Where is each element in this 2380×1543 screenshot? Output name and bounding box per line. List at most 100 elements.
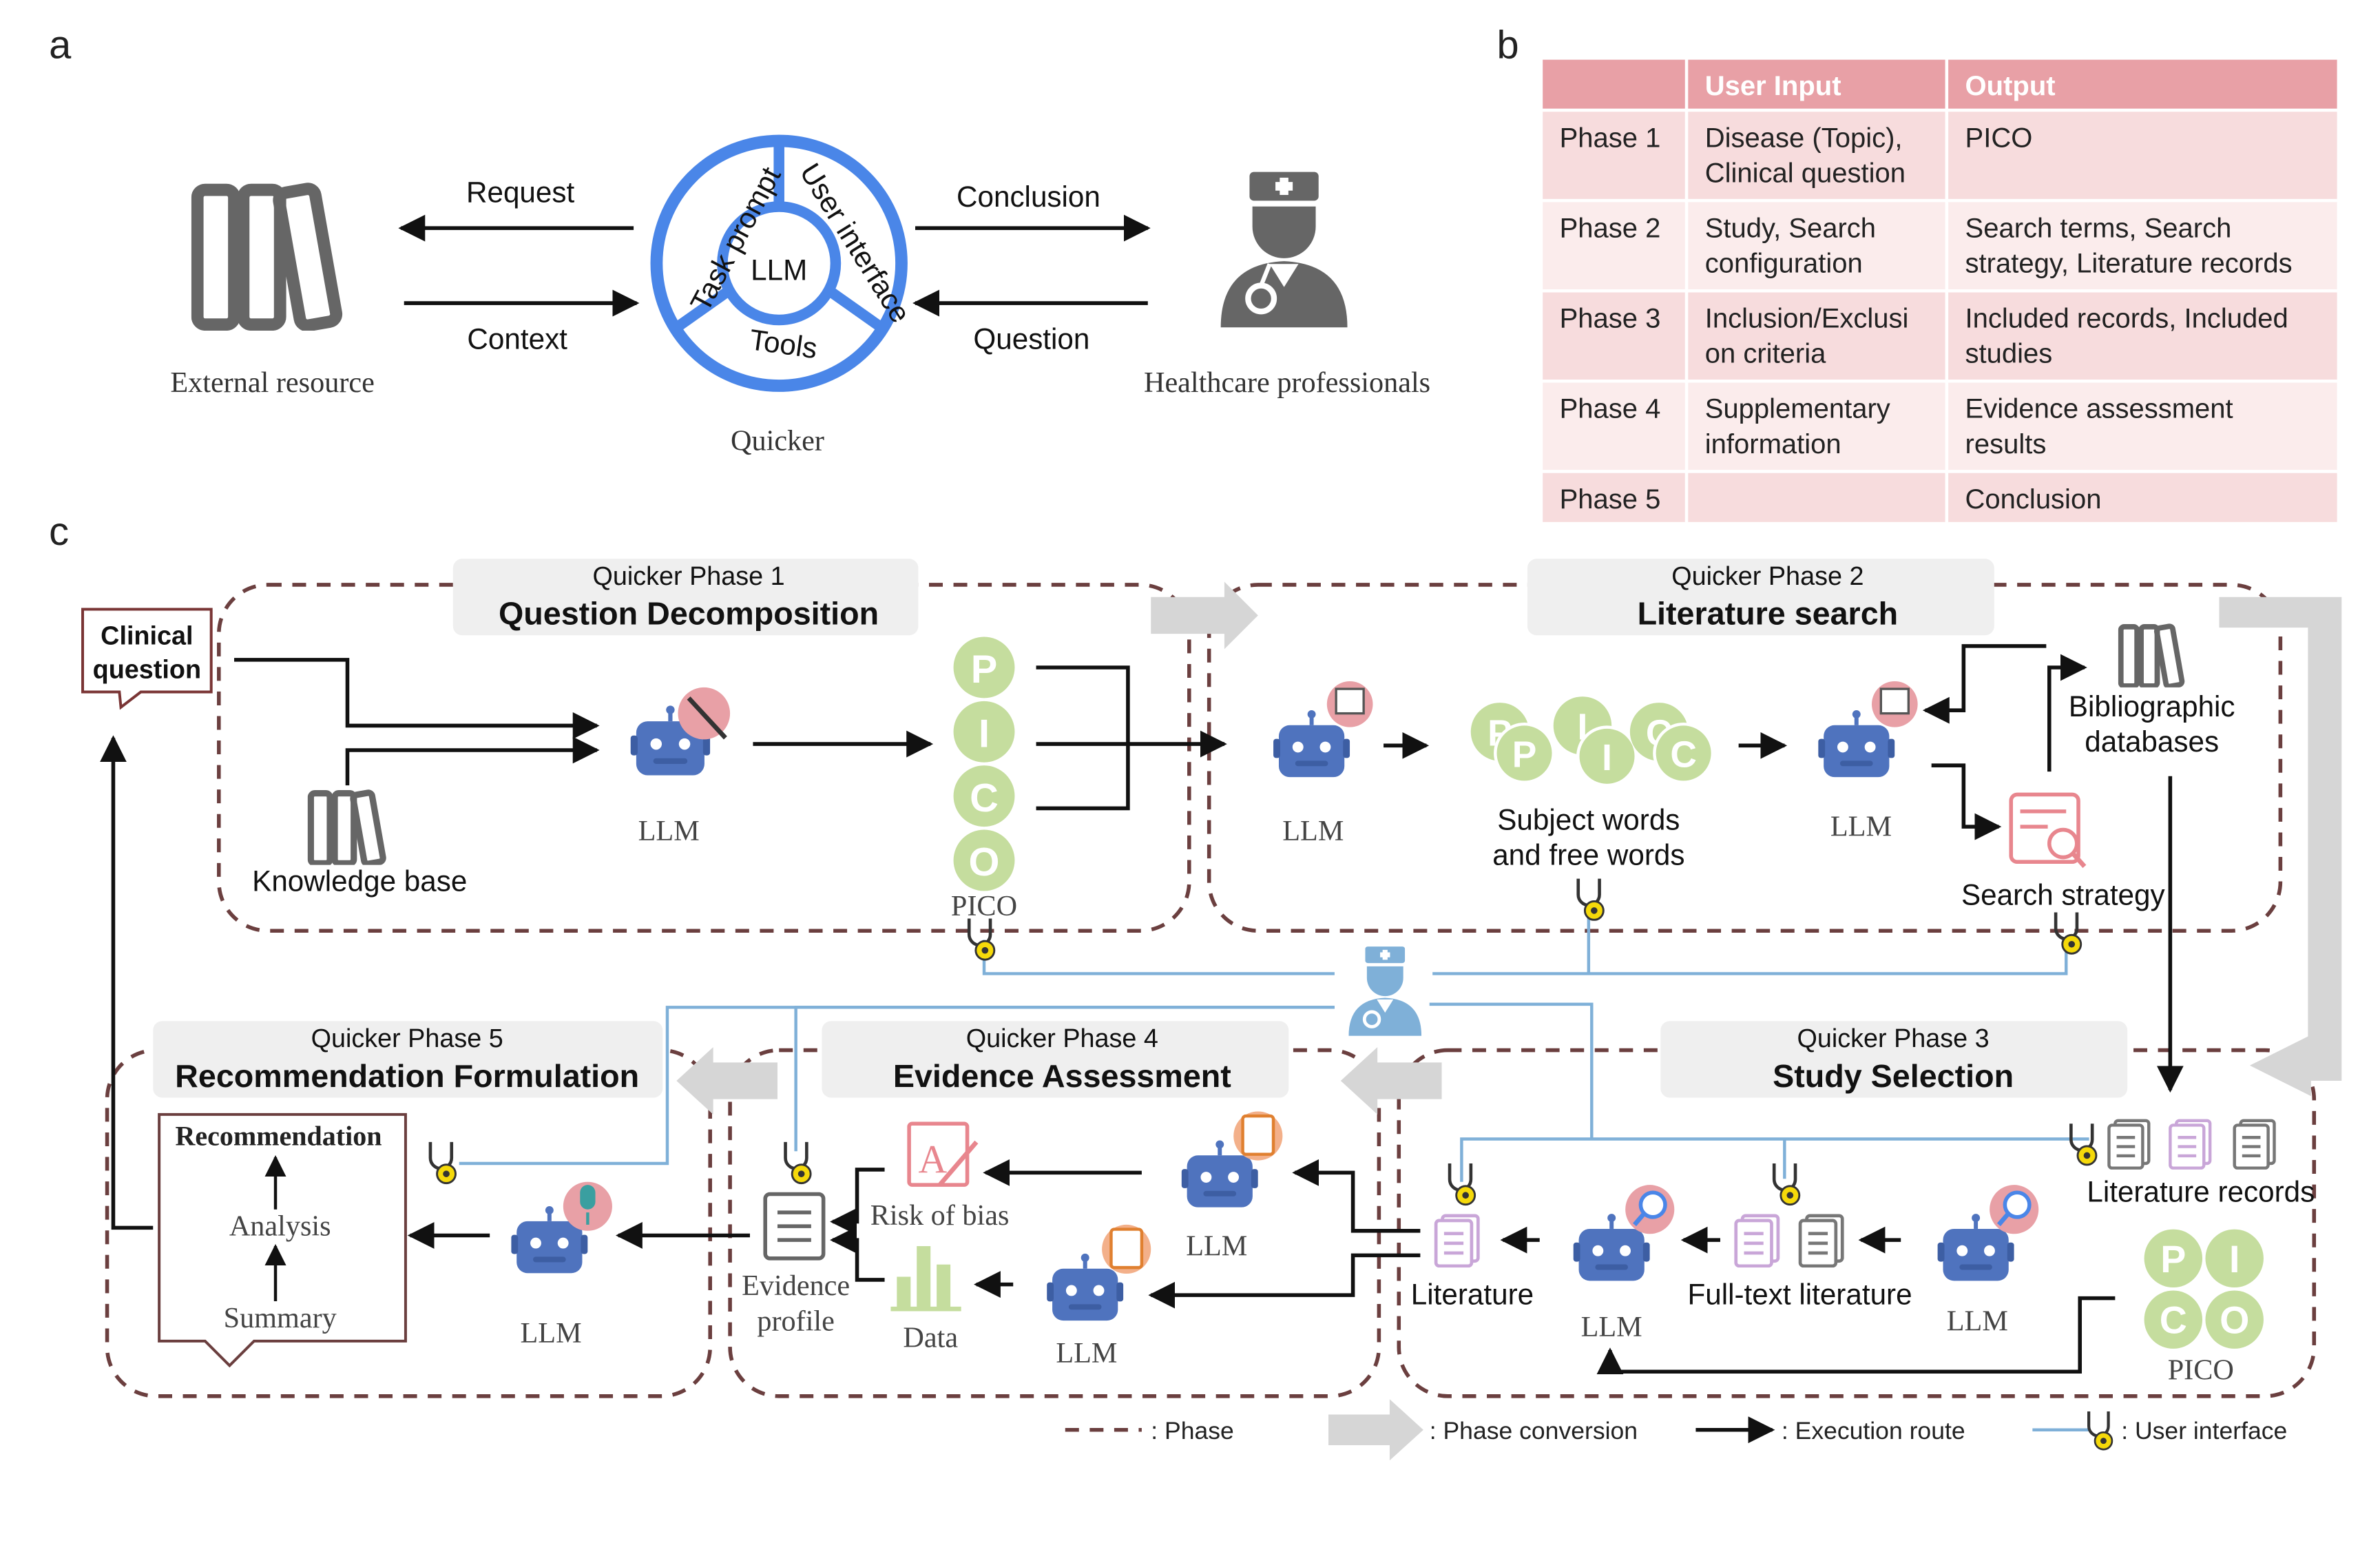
legend-phase-label: : Phase — [1151, 1417, 1234, 1444]
question-to-llm-arrow — [234, 658, 600, 739]
svg-text:Clinical: Clinical — [101, 622, 193, 651]
llm-label-p5: LLM — [521, 1317, 582, 1349]
pico-circle — [953, 636, 1015, 698]
table-cell-text: Evidence assessment — [1965, 394, 2233, 424]
legend-ui-label: : User interface — [2121, 1417, 2287, 1444]
knowledge-base-icon — [311, 792, 384, 864]
llm-label-p1: LLM — [638, 815, 700, 847]
table-cell-text: Phase 3 — [1560, 304, 1661, 334]
phase5-title: Quicker Phase 5 Recommendation Formulati… — [153, 1021, 663, 1098]
quicker-label: Quicker — [731, 424, 824, 457]
phase-conversion-arrow-2-3 — [2219, 597, 2342, 1097]
phase1-title: Quicker Phase 1 Question Decomposition — [452, 559, 919, 636]
pico-bubble — [1494, 722, 1555, 784]
svg-text:Summary: Summary — [224, 1302, 337, 1334]
phase4-title: Quicker Phase 4 Evidence Assessment — [822, 1021, 1289, 1098]
context-label: Context — [467, 323, 567, 355]
pico-letter: O — [969, 840, 1000, 884]
pico-bubble-letter: P — [1512, 734, 1537, 775]
table-cell-text: Study, Search — [1705, 213, 1876, 243]
pico-grid-letter: C — [2160, 1299, 2187, 1342]
table-cell-text: Conclusion — [1965, 484, 2102, 515]
legend-conversion-swatch — [1328, 1399, 1423, 1461]
healthcare-professional-icon — [1221, 172, 1348, 328]
stethoscope-icon-records — [2071, 1123, 2096, 1165]
pico-label-p3: PICO — [2168, 1354, 2234, 1386]
user-doctor-icon — [1348, 946, 1421, 1036]
llm-label-p3a: LLM — [1581, 1311, 1642, 1343]
clipboard-badge-icon — [1241, 1114, 1275, 1156]
svg-text:Recommendation Formulation: Recommendation Formulation — [175, 1058, 639, 1094]
table-cell-text: Search terms, Search — [1965, 213, 2232, 243]
subject-words-label-2: and free words — [1492, 839, 1684, 871]
risk-of-bias-icon: A — [907, 1121, 979, 1187]
svg-text:Quicker Phase 1: Quicker Phase 1 — [592, 562, 784, 591]
stethoscope-icon-pico — [969, 918, 994, 960]
bibliographic-label-2: databases — [2085, 725, 2219, 758]
pico-grid-circle — [2144, 1290, 2203, 1349]
svg-text:Evidence Assessment: Evidence Assessment — [893, 1058, 1231, 1094]
svg-text:Quicker Phase 4: Quicker Phase 4 — [966, 1024, 1158, 1053]
fulltext-doc-icon-1 — [1736, 1216, 1778, 1266]
phase2-boundary — [1207, 583, 2283, 933]
legend-execution-label: : Execution route — [1782, 1417, 1965, 1444]
table-cell-text: Included records, Included — [1965, 304, 2288, 334]
table-cell — [1684, 470, 1949, 526]
kb-to-llm-arrow — [345, 736, 600, 786]
fulltext-label: Full-text literature — [1687, 1278, 1912, 1310]
pico-label-p1: PICO — [951, 890, 1017, 922]
phase-conversion-arrow-3-4 — [1340, 1047, 1442, 1115]
svg-text:Quicker Phase 2: Quicker Phase 2 — [1671, 562, 1864, 591]
llm-label-p3b: LLM — [1947, 1305, 2008, 1337]
llm-label-p2b: LLM — [1830, 810, 1892, 842]
panel-label-a: a — [49, 23, 72, 67]
phase4-boundary — [728, 1048, 1381, 1398]
stethoscope-icon-p5 — [430, 1142, 456, 1183]
record-doc-icon-3 — [2235, 1121, 2275, 1168]
external-resource-label: External resource — [170, 366, 375, 399]
record-doc-icon-1 — [2109, 1121, 2149, 1168]
rob-to-profile-arrow — [830, 1168, 885, 1235]
table-header-cell — [1684, 56, 1949, 112]
panel-label-b: b — [1497, 23, 1519, 67]
svg-text:Recommendation: Recommendation — [175, 1120, 382, 1151]
pico-circle — [953, 701, 1015, 763]
stethoscope-icon-profile — [786, 1142, 811, 1183]
search-strategy-icon — [2009, 792, 2087, 869]
table-cell-text: information — [1705, 429, 1841, 459]
svg-text:Question Decomposition: Question Decomposition — [499, 596, 879, 632]
data-to-profile-arrow — [830, 1226, 885, 1282]
table-cell-text: results — [1965, 429, 2047, 459]
table-cell-text: Phase 1 — [1560, 123, 1661, 153]
evidence-profile-label-1: Evidence — [742, 1270, 850, 1302]
magnifier-badge-icon — [2003, 1190, 2032, 1219]
svg-text:question: question — [93, 656, 201, 685]
stethoscope-icon-terms — [1578, 879, 1604, 920]
table-cell-text: Clinical question — [1705, 158, 1906, 188]
search-strategy-label: Search strategy — [1961, 878, 2166, 911]
request-label: Request — [466, 176, 575, 208]
table-cell-text: Supplementary — [1705, 394, 1890, 424]
computer-badge-icon — [1335, 687, 1365, 715]
pico-bubble-letter: I — [1602, 738, 1612, 778]
pico-merge-lines — [1036, 665, 1227, 811]
evidence-profile-icon — [763, 1192, 826, 1261]
stethoscope-icon-strategy — [2056, 913, 2081, 954]
clinical-question-callout: Clinical question — [81, 608, 213, 710]
db-to-llm-arrow — [1922, 644, 2047, 724]
table-cell — [1945, 380, 2341, 473]
pico-letter: C — [970, 776, 999, 820]
llm-to-strategy-arrow — [1931, 763, 2002, 840]
table-cell-text: strategy, Literature records — [1965, 249, 2293, 279]
llm-core-label: LLM — [751, 254, 807, 287]
svg-text:A: A — [918, 1138, 947, 1181]
table-cell-text: PICO — [1965, 123, 2033, 153]
external-resource-books-icon — [198, 187, 337, 327]
phase-conversion-arrow-1-2 — [1151, 581, 1258, 650]
llm-label-p4a: LLM — [1186, 1230, 1247, 1262]
quicker-ring: LLM Task prompt User interface Tools — [650, 134, 917, 392]
table-cell-text: Phase 5 — [1560, 484, 1661, 515]
magnifier-badge-icon-2 — [1638, 1190, 1667, 1219]
